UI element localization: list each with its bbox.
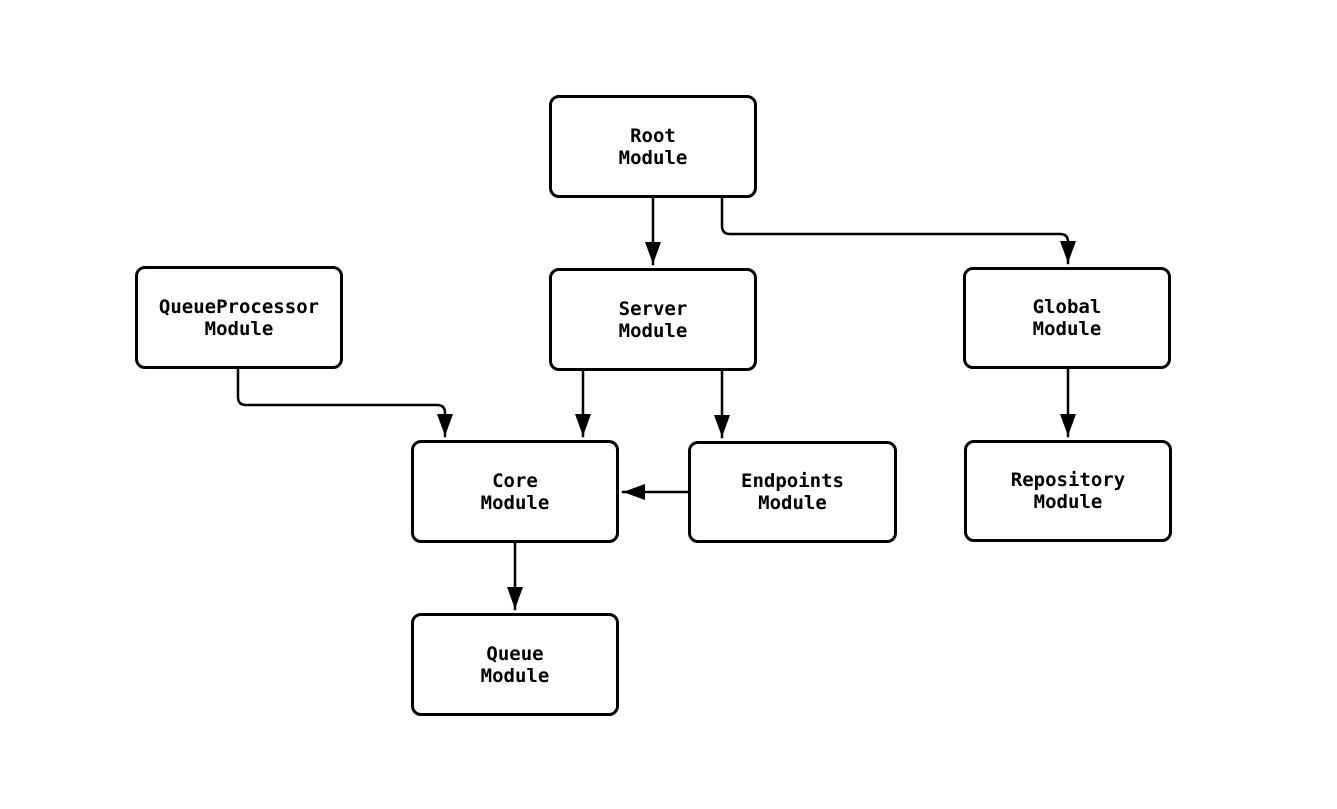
node-queue-label: Queue Module [480,642,550,687]
node-server: Server Module [549,268,757,371]
node-repository-label: Repository Module [1010,469,1126,513]
node-global: Global Module [963,267,1171,369]
node-core-label: Core Module [480,469,550,514]
node-endpoints-label: Endpoints Module [741,470,844,514]
node-root: Root Module [549,95,757,198]
node-global-label: Global Module [1032,296,1102,340]
edge-queueprocessor-to-core [236,367,453,438]
node-queueprocessor: QueueProcessor Module [135,266,343,369]
node-queueprocessor-label: QueueProcessor Module [158,295,320,340]
node-server-label: Server Module [618,297,688,342]
node-core: Core Module [411,440,619,543]
node-queue: Queue Module [411,613,619,716]
edges-group [236,196,1076,611]
node-root-label: Root Module [618,124,688,169]
node-repository: Repository Module [964,440,1172,542]
node-endpoints: Endpoints Module [688,441,897,543]
edge-root-to-global [720,196,1076,265]
